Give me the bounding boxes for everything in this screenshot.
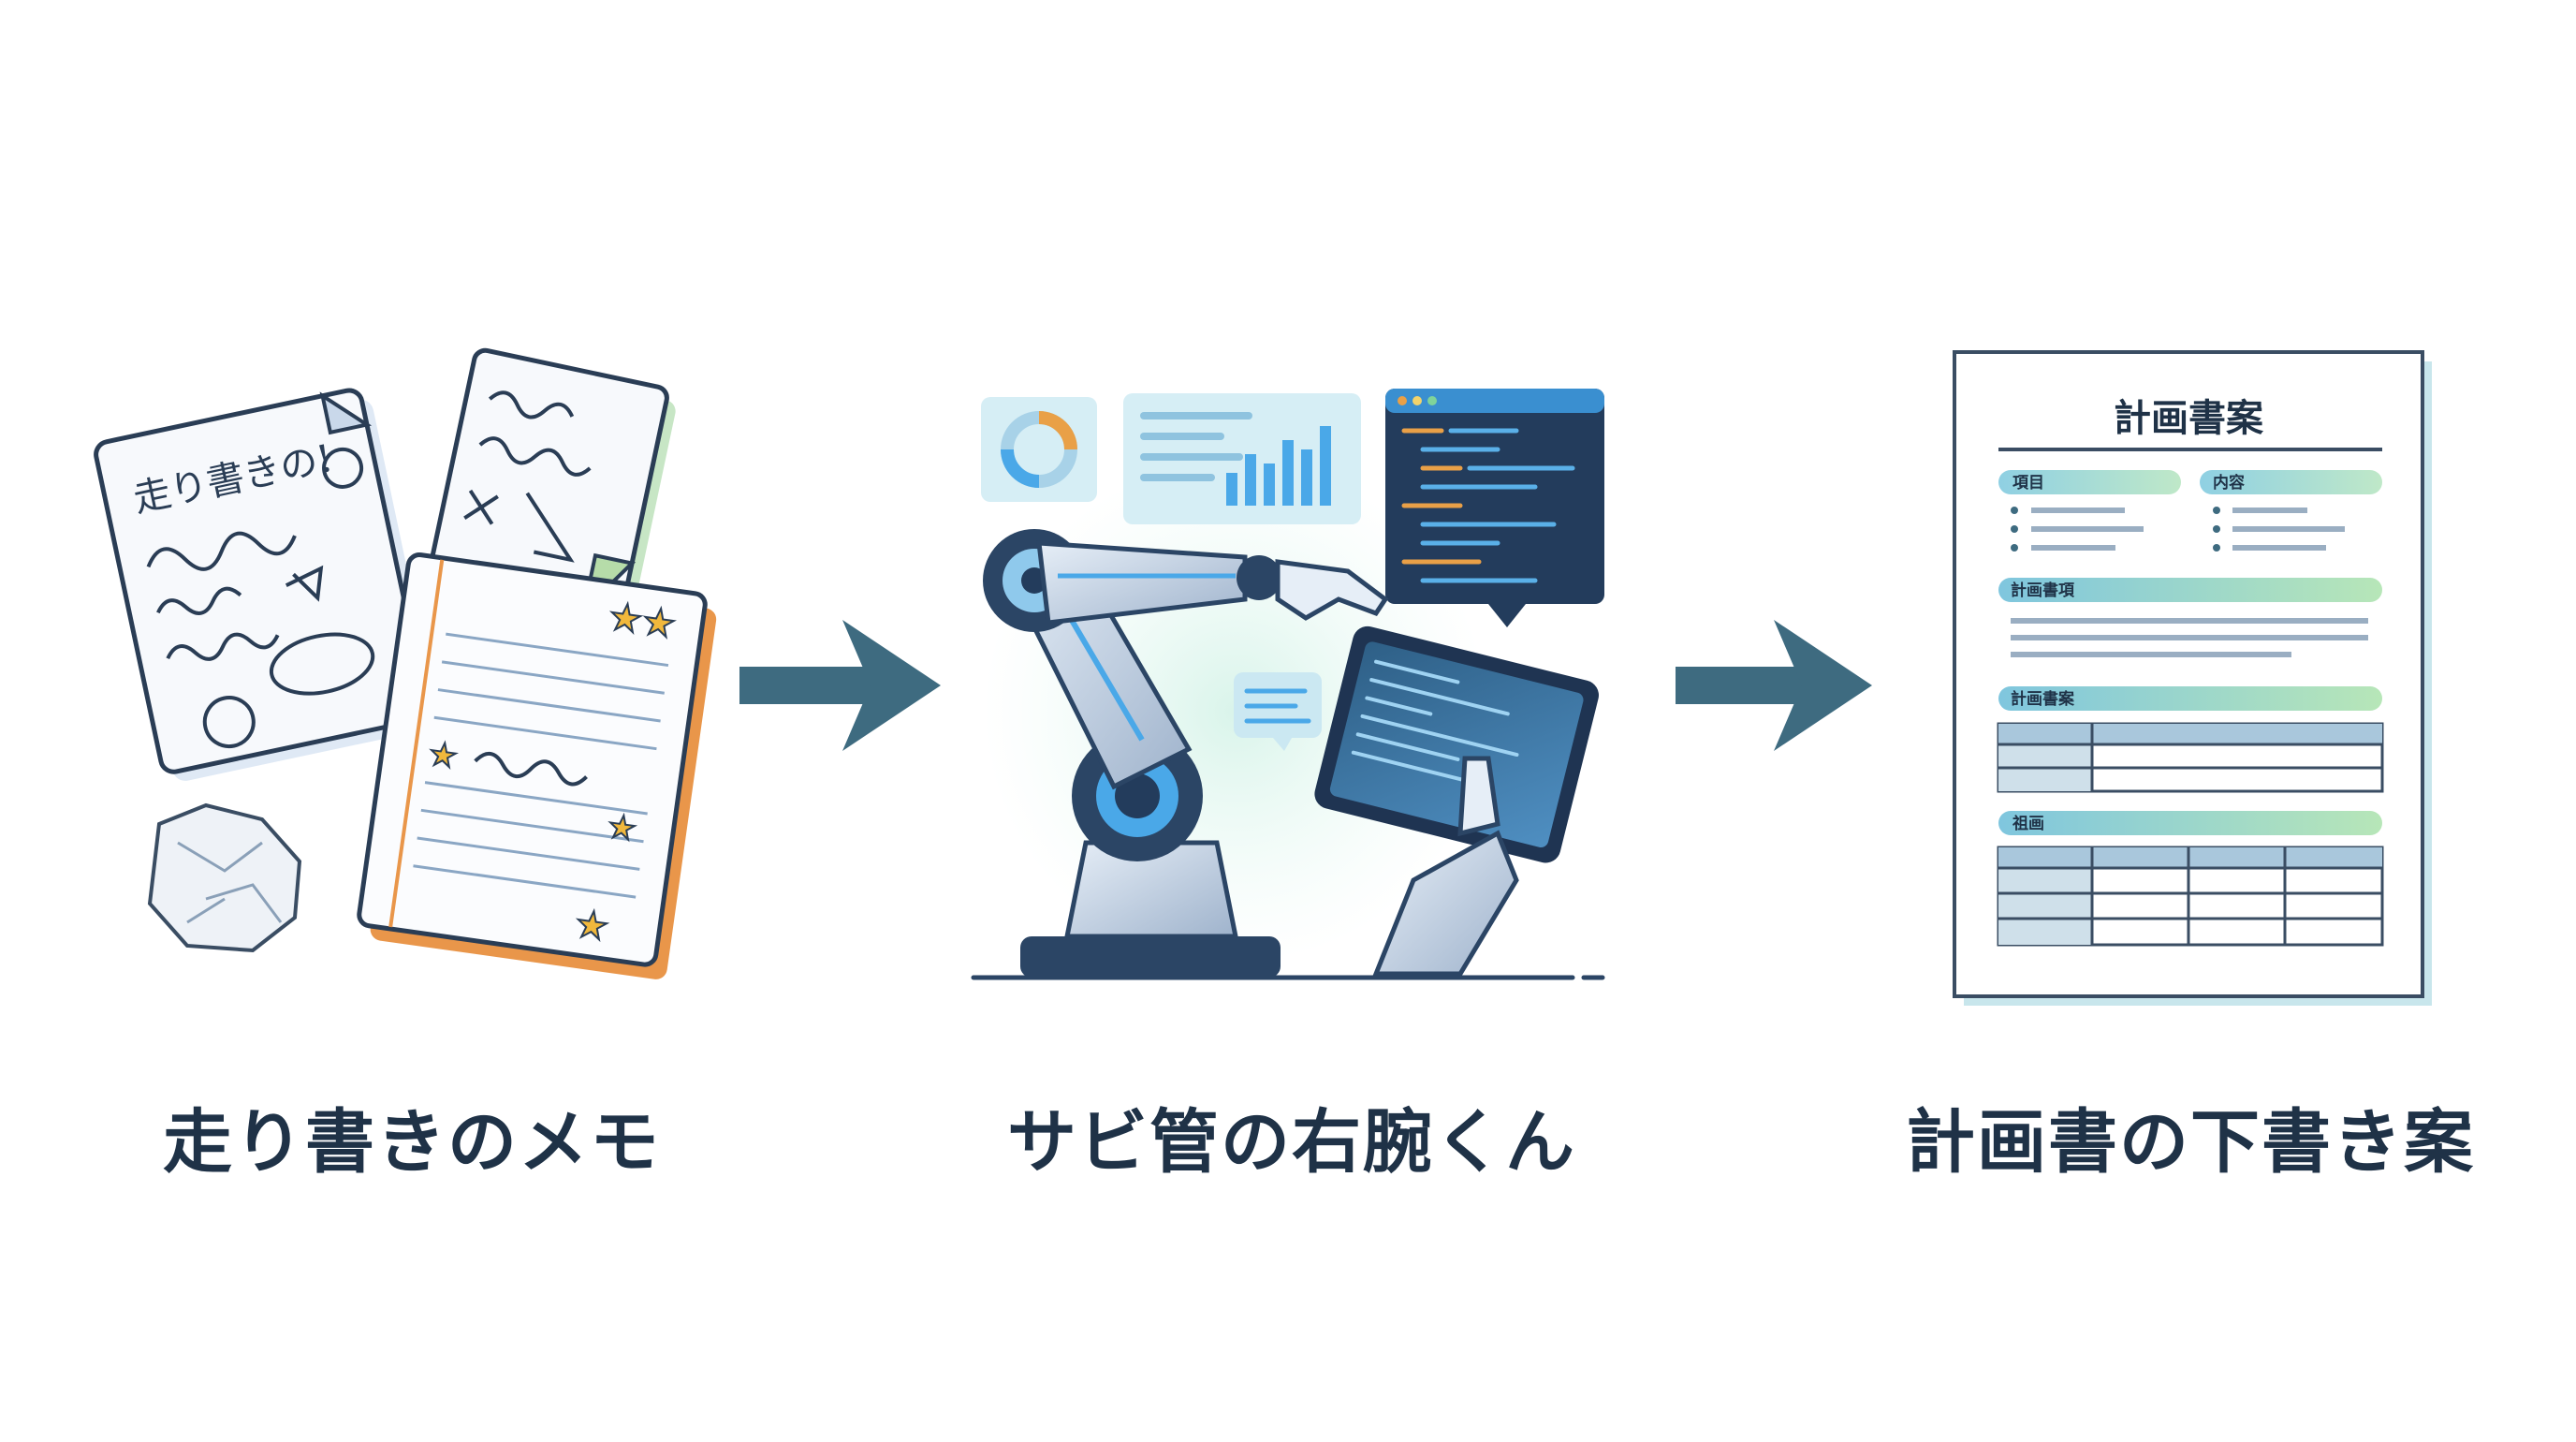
star-icon: ★: [572, 903, 611, 950]
star-icon: ★: [606, 807, 639, 848]
arrow-right-icon: [1676, 620, 1872, 751]
chat-bubble-icon: [1234, 672, 1322, 751]
bar-chart-card: [1123, 393, 1361, 524]
plan-document-icon: 計画書案 項目 内容 計画書項 計画書案: [1953, 350, 2432, 1006]
star-icon: ★★: [606, 595, 678, 647]
robot-arm-icon: [971, 389, 1605, 980]
plan-table-1: [1997, 722, 2384, 793]
plan-header-col1: 項目: [2012, 474, 2044, 493]
tablet-icon: [1314, 625, 1599, 863]
code-window: [1385, 389, 1604, 627]
plan-table-2: [1997, 846, 2384, 947]
step-label-robot: サビ管の右腕くん: [1007, 1102, 1576, 1183]
plan-section-2: 計画書案: [2011, 689, 2075, 709]
arrow-right-icon: [739, 620, 941, 751]
memo-paper-left: 走り書きの!: [94, 388, 439, 781]
star-icon: ★: [427, 735, 461, 776]
step-label-plan: 計画書の下書き案: [1906, 1102, 2475, 1183]
donut-chart-card: [981, 397, 1097, 502]
plan-header-col2: 内容: [2213, 473, 2245, 493]
step-label-memo: 走り書きのメモ: [163, 1102, 661, 1183]
plan-section-1: 計画書項: [2011, 581, 2075, 600]
memo-notebook: ★★ ★ ★ ★: [357, 552, 717, 979]
memo-icon: 走り書きの!: [94, 347, 717, 979]
crumpled-paper-icon: [147, 802, 302, 953]
plan-section-3: 祖画: [2012, 814, 2044, 833]
plan-title: 計画書案: [2114, 397, 2264, 440]
